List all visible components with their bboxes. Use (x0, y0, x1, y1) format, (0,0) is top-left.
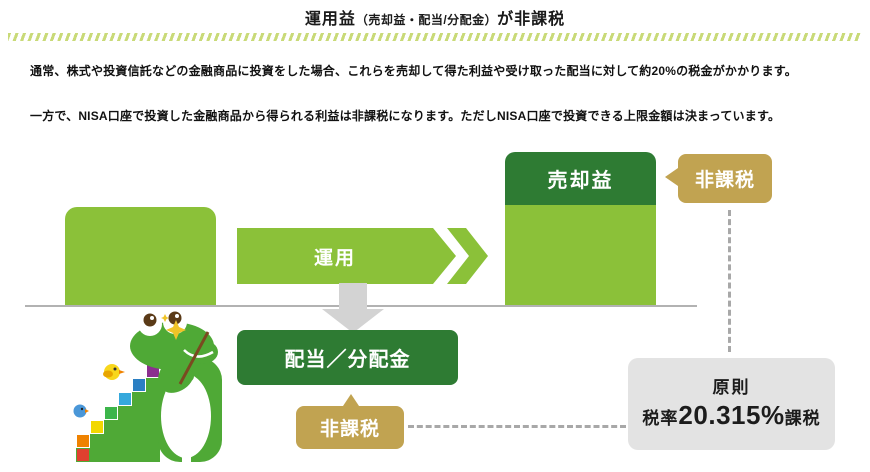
mascot-mouth (183, 349, 214, 358)
tax-rate-value: 20.315% (678, 399, 785, 430)
tax-free-badge-top: 非課税 (665, 154, 772, 203)
sale-gain-body (505, 205, 656, 305)
crocodile-mascot-icon (73, 310, 222, 464)
intro-paragraph-2: 一方で、NISA口座で投資した金融商品から得られる利益は非課税になります。ただし… (30, 109, 781, 123)
tax-rule-note-box: 原則 税率 20.315% 課税 (628, 358, 835, 450)
dotted-connector-horizontal (408, 425, 626, 428)
sale-gain-header: 売却益 (505, 152, 656, 205)
yellow-bird-icon (103, 364, 125, 380)
mascot-belly (161, 374, 211, 458)
page-title-paren: （売却益・配当/分配金） (355, 13, 498, 27)
tax-free-badge-bottom-label: 非課税 (319, 419, 380, 440)
down-arrow-icon (322, 283, 384, 333)
tax-rate-prefix: 税率 (642, 408, 679, 428)
badge-pointer-left (665, 168, 678, 186)
tax-rule-note-line1: 原則 (712, 378, 751, 398)
intro-paragraph-1: 通常、株式や投資信託などの金融商品に投資をした場合、これらを売却して得た利益や受… (30, 64, 797, 78)
stripe-divider (8, 33, 862, 41)
tax-rate-suffix: 課税 (784, 408, 821, 428)
principal-box (65, 207, 216, 305)
operation-arrow-body (237, 228, 456, 284)
tax-rule-note-line2: 税率 20.315% 課税 (642, 400, 820, 431)
badge-pointer-up (343, 394, 359, 406)
sparkle-icon (166, 320, 186, 340)
dividend-box: 配当／分配金 (237, 330, 458, 385)
tax-free-badge-bottom: 非課税 (296, 394, 404, 449)
pointer-stick-icon (178, 331, 210, 385)
blue-bird-icon (73, 404, 89, 418)
mascot-stairs (76, 378, 160, 462)
page-title: 運用益（売却益・配当/分配金）が非課税 (0, 5, 870, 29)
page-title-prefix: 運用益 (304, 11, 356, 28)
page-title-suffix: が非課税 (497, 11, 566, 28)
dotted-connector-vertical (728, 210, 731, 352)
operation-arrow (237, 228, 488, 284)
operation-arrow-chevron-icon (447, 228, 488, 284)
operation-arrow-label: 運用 (313, 247, 356, 269)
sparkle-small-icon (161, 314, 169, 322)
tax-free-badge-top-label: 非課税 (694, 170, 755, 191)
